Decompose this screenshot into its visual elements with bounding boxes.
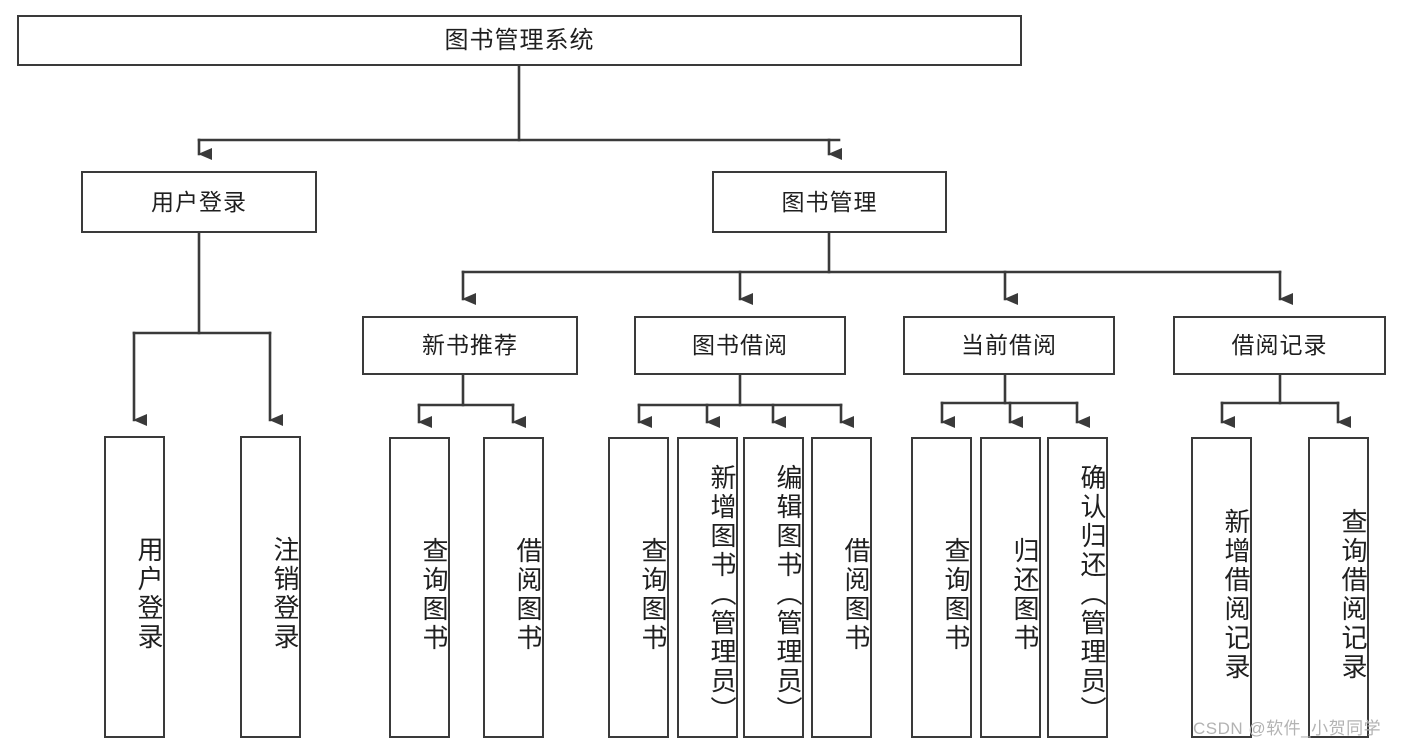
leaf-user-login[interactable]: 用户登录 <box>104 436 165 738</box>
leaf-query-book-2-label: 查询图书 <box>638 536 668 653</box>
leaf-confirm-return[interactable]: 确认归还（管理员） <box>1047 437 1108 738</box>
leaf-return-book[interactable]: 归还图书 <box>980 437 1041 738</box>
leaf-user-login-label: 用户登录 <box>134 536 164 652</box>
leaf-add-record[interactable]: 新增借阅记录 <box>1191 437 1252 738</box>
leaf-edit-book[interactable]: 编辑图书（管理员） <box>743 437 804 738</box>
leaf-borrow-book-1-label: 借阅图书 <box>513 536 543 653</box>
node-book-borrow[interactable]: 图书借阅 <box>634 316 846 375</box>
node-root-label: 图书管理系统 <box>444 26 595 54</box>
node-book-manage-label: 图书管理 <box>781 188 878 215</box>
leaf-return-book-label: 归还图书 <box>1010 536 1040 653</box>
node-current-borrow-label: 当前借阅 <box>961 332 1057 359</box>
leaf-confirm-return-label: 确认归还（管理员） <box>1077 464 1107 725</box>
leaf-query-book-1[interactable]: 查询图书 <box>389 437 450 738</box>
leaf-add-book-label: 新增图书（管理员） <box>707 464 737 725</box>
leaf-query-record-label: 查询借阅记录 <box>1338 507 1368 682</box>
leaf-query-book-3-label: 查询图书 <box>941 536 971 653</box>
leaf-borrow-book-2-label: 借阅图书 <box>841 536 871 653</box>
csdn-watermark: CSDN @软件_小贺同学 <box>1193 719 1382 738</box>
leaf-query-book-2[interactable]: 查询图书 <box>608 437 669 738</box>
node-borrow-record-label: 借阅记录 <box>1231 332 1328 359</box>
node-new-book-recommend[interactable]: 新书推荐 <box>362 316 578 375</box>
node-user-login-label: 用户登录 <box>151 188 247 215</box>
node-new-book-recommend-label: 新书推荐 <box>422 332 518 359</box>
node-book-borrow-label: 图书借阅 <box>692 332 788 359</box>
leaf-add-book[interactable]: 新增图书（管理员） <box>677 437 738 738</box>
node-root[interactable]: 图书管理系统 <box>17 15 1022 66</box>
node-user-login[interactable]: 用户登录 <box>81 171 317 233</box>
leaf-logout-login[interactable]: 注销登录 <box>240 436 301 738</box>
leaf-add-record-label: 新增借阅记录 <box>1221 507 1251 682</box>
leaf-logout-login-label: 注销登录 <box>270 536 300 652</box>
leaf-borrow-book-1[interactable]: 借阅图书 <box>483 437 544 738</box>
node-borrow-record[interactable]: 借阅记录 <box>1173 316 1386 375</box>
node-book-manage[interactable]: 图书管理 <box>712 171 947 233</box>
leaf-edit-book-label: 编辑图书（管理员） <box>773 464 803 725</box>
node-current-borrow[interactable]: 当前借阅 <box>903 316 1115 375</box>
leaf-query-record[interactable]: 查询借阅记录 <box>1308 437 1369 738</box>
leaf-borrow-book-2[interactable]: 借阅图书 <box>811 437 872 738</box>
leaf-query-book-1-label: 查询图书 <box>419 536 449 653</box>
leaf-query-book-3[interactable]: 查询图书 <box>911 437 972 738</box>
